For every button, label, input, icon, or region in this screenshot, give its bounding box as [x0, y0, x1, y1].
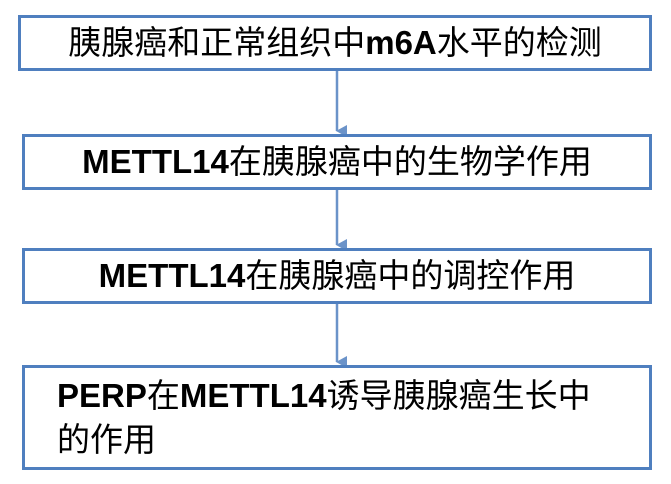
step-text-part: 在胰腺癌中的调控作用: [245, 256, 576, 295]
flow-step-regulatory-role: METTL14在胰腺癌中的调控作用: [22, 248, 652, 304]
step-text-part: 诱导胰腺癌生长中的作用: [57, 375, 591, 459]
step-label: PERP在METTL14诱导胰腺癌生长中的作用: [57, 374, 617, 462]
step-text-part: 水平的检测: [436, 23, 602, 62]
flow-step-detection: 胰腺癌和正常组织中m6A水平的检测: [18, 15, 652, 71]
step-text-part: 胰腺癌和正常组织中: [68, 23, 366, 62]
step-label: METTL14在胰腺癌中的调控作用: [99, 254, 576, 298]
flow-step-perp-role: PERP在METTL14诱导胰腺癌生长中的作用: [22, 365, 652, 470]
step-label: 胰腺癌和正常组织中m6A水平的检测: [68, 21, 602, 65]
step-text-part: 在胰腺癌中的生物学作用: [228, 142, 592, 181]
step-text-latin: METTL14: [82, 143, 229, 180]
step-text-latin: m6A: [365, 24, 437, 61]
step-text-latin: METTL14: [98, 257, 246, 294]
flow-step-biological-role: METTL14在胰腺癌中的生物学作用: [22, 134, 652, 190]
step-text-latin: PERP: [57, 376, 147, 414]
step-text-part: 在: [146, 375, 180, 415]
step-label: METTL14在胰腺癌中的生物学作用: [82, 140, 592, 184]
step-text-latin: METTL14: [179, 376, 327, 414]
